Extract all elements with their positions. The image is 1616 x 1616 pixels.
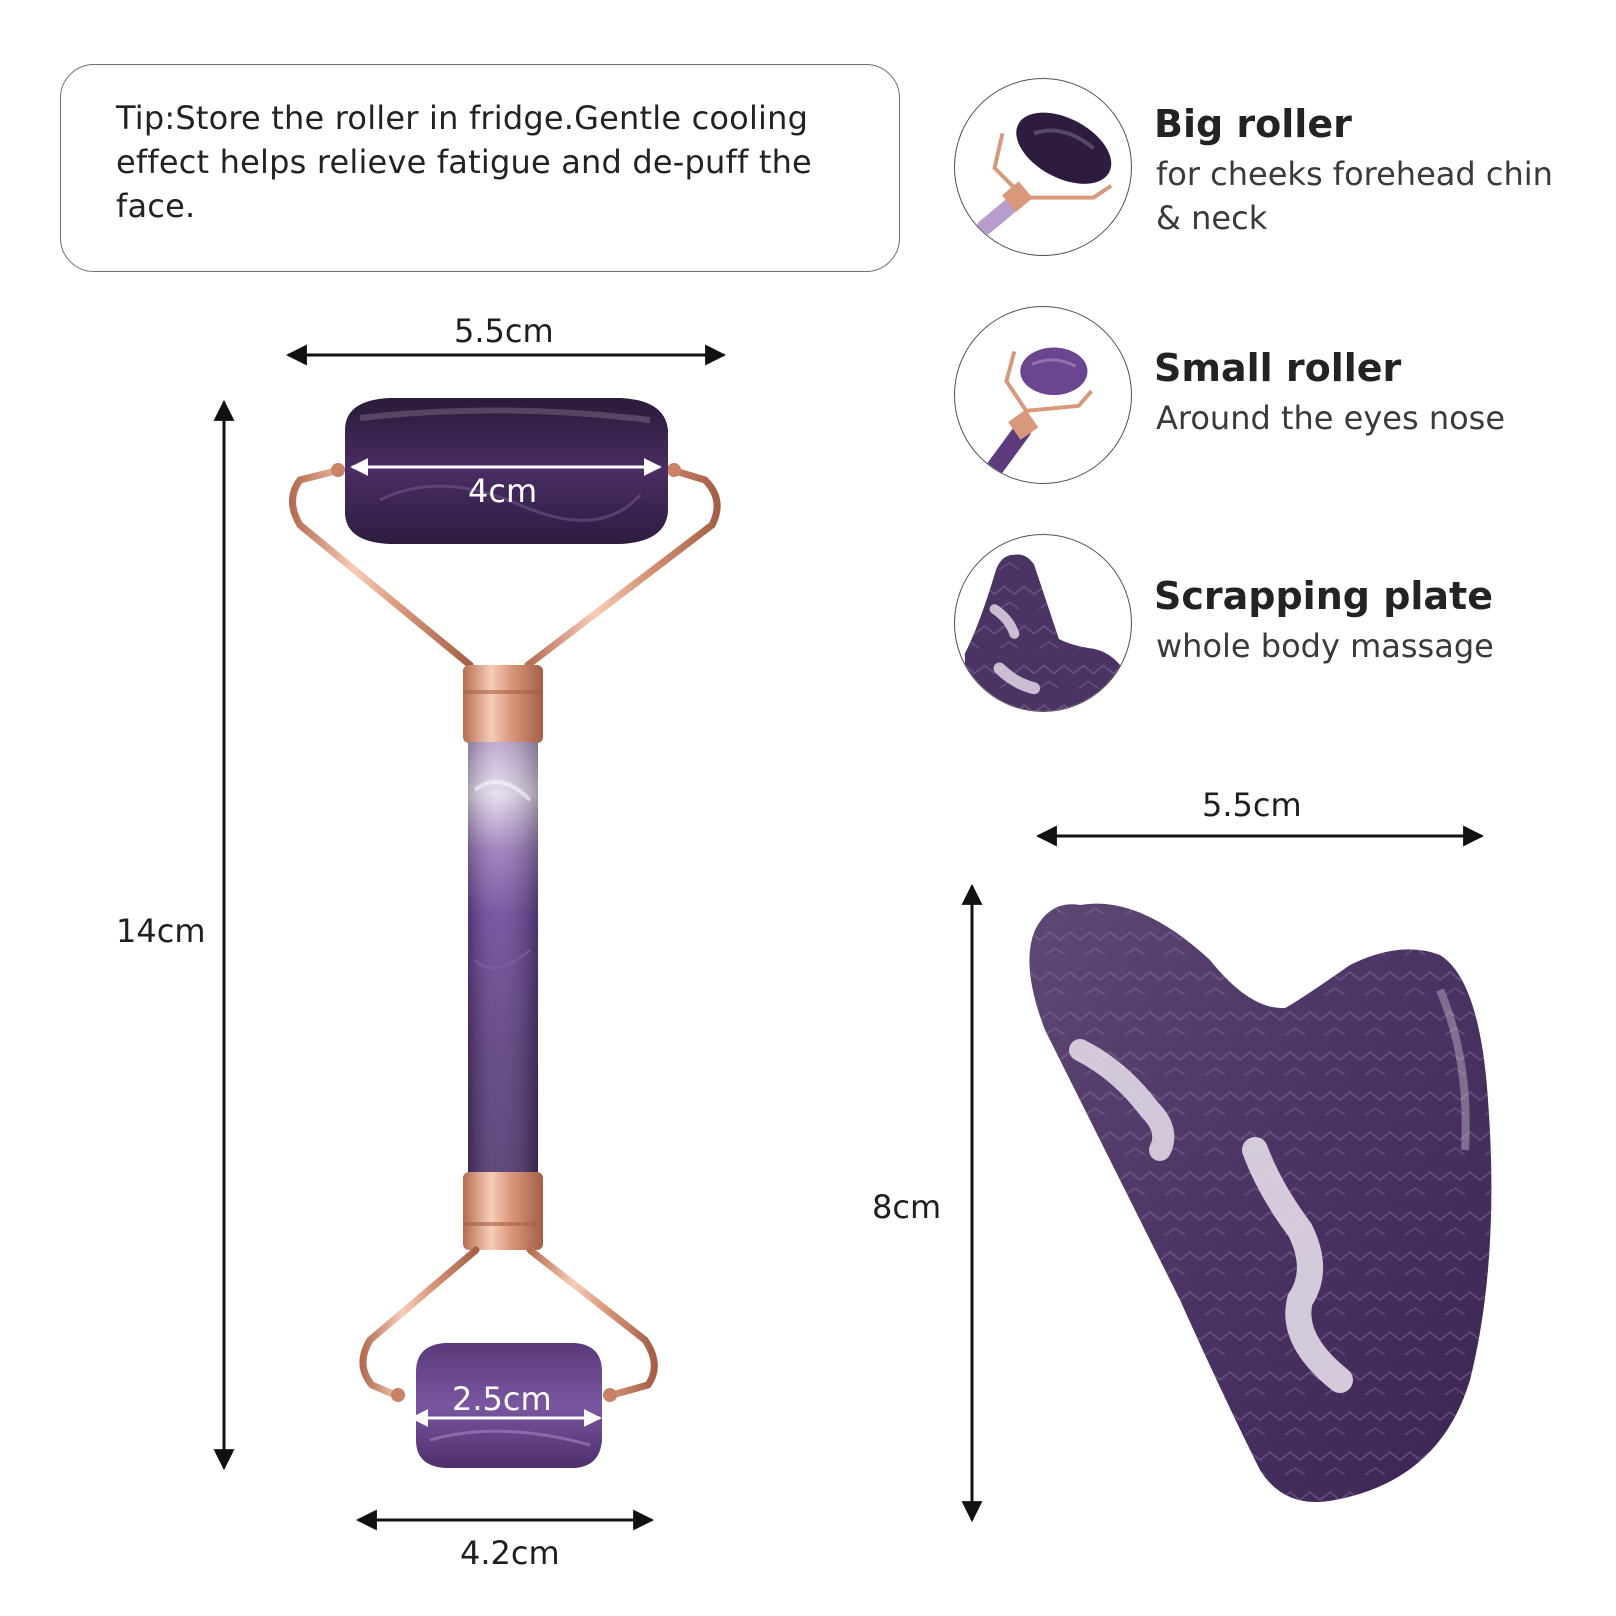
feature-sub-scraping-plate: whole body massage — [1156, 627, 1494, 665]
top-collar — [463, 665, 543, 743]
feature-title-small-roller: Small roller — [1154, 346, 1402, 390]
total-length-label: 14cm — [116, 912, 206, 950]
tip-box — [60, 64, 900, 272]
bottom-frame-left-pin — [391, 1388, 405, 1402]
feature-sub-big-roller: for cheeks forehead chin & neck — [1156, 155, 1553, 237]
bottom-frame-width-label: 4.2cm — [460, 1534, 560, 1572]
bottom-frame-left-wire — [359, 1246, 480, 1399]
feature-title-scraping-plate: Scrapping plate — [1154, 574, 1493, 618]
bottom-collar — [463, 1172, 543, 1250]
feature-sub-small-roller: Around the eyes nose — [1156, 399, 1506, 437]
top-frame-left-pin — [331, 463, 345, 477]
big-roller-stone — [345, 398, 668, 544]
scraping-plate-icon — [954, 534, 1132, 712]
feature-title-big-roller: Big roller — [1154, 102, 1352, 146]
small-stone-width-label: 2.5cm — [452, 1380, 552, 1418]
tip-text: Tip:Store the roller in fridge.Gentle co… — [116, 99, 812, 225]
big-stone-width-label: 4cm — [468, 472, 538, 510]
top-frame-right-pin — [667, 463, 681, 477]
top-frame-right-wire — [524, 466, 721, 669]
plate-width-label: 5.5cm — [1202, 786, 1302, 824]
top-frame-left-wire — [289, 466, 474, 669]
small-roller-icon — [954, 306, 1132, 484]
bottom-frame-right-pin — [603, 1388, 617, 1402]
frame-width-label: 5.5cm — [454, 312, 554, 350]
plate-height-label: 8cm — [872, 1188, 942, 1226]
bottom-frame-right-wire — [526, 1246, 658, 1399]
big-roller-icon — [954, 78, 1132, 256]
